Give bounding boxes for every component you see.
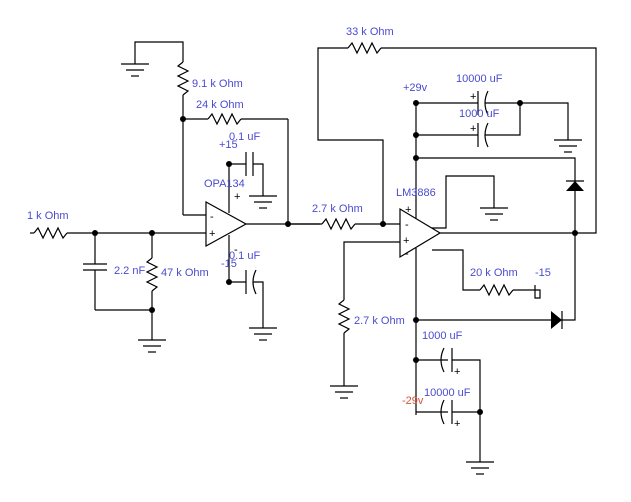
resistor-33k-feedback: [317, 41, 597, 234]
junction-dot: [226, 279, 232, 285]
opa-top-cap-label: 0.1 uF: [229, 131, 260, 143]
lm-plus-pin: +: [403, 235, 409, 247]
ground-symbol: [121, 63, 149, 77]
positive-supply-caps: [416, 90, 576, 233]
cap-1000-a-label: 1000 uF: [459, 108, 500, 120]
resistor-20k-label: 20 k Ohm: [470, 267, 518, 279]
lm-vminus-pin: -: [405, 248, 409, 260]
opa-vplus-pin: +: [234, 191, 240, 203]
input-resistor-label: 1 k Ohm: [27, 210, 69, 222]
resistor-9k1: [176, 61, 206, 216]
lm3886-opamp: [399, 103, 575, 415]
junction-dot: [413, 132, 419, 138]
opa-minus-pin: -: [210, 211, 214, 223]
junction-dot: [149, 307, 155, 313]
series-resistor-2k7: [288, 217, 400, 231]
ground-symbol: [480, 207, 508, 221]
negative-supply-caps: [416, 347, 481, 462]
input-resistor: [30, 226, 206, 240]
ground-symbol: [249, 327, 277, 341]
ground-resistor-label: 2.7 k Ohm: [354, 315, 405, 327]
plus29-label: +29v: [403, 82, 428, 94]
junction-dot: [226, 161, 232, 167]
junction-dot: [413, 357, 419, 363]
bias-resistor-label: 47 k Ohm: [161, 267, 209, 279]
lm-minus-pin: -: [405, 219, 409, 231]
cap-plus-mark: +: [454, 418, 460, 430]
diode-top: [566, 180, 584, 191]
ground-symbol: [466, 461, 494, 475]
junction-dot: [413, 155, 419, 161]
ground-symbol: [554, 139, 582, 153]
ground-symbol: [138, 339, 166, 353]
opa134-label: OPA134: [204, 178, 245, 190]
junction-dot: [413, 100, 419, 106]
resistor-24k: [183, 112, 289, 224]
cap-10000-b-label: 10000 uF: [424, 387, 471, 399]
opa-bottom-cap-label: 0.1 uF: [229, 250, 260, 262]
junction-dot: [413, 317, 419, 323]
resistor-33k-label: 33 k Ohm: [346, 26, 394, 38]
opa-vminus-pin: -: [234, 244, 238, 256]
series-resistor-label: 2.7 k Ohm: [312, 203, 363, 215]
cap-1000-b-label: 1000 uF: [422, 330, 463, 342]
minus15-b-label: -15: [535, 267, 551, 279]
diode-right: [416, 233, 576, 329]
cap-plus-mark: +: [470, 123, 476, 135]
junction-dot: [477, 409, 483, 415]
bias-resistor: [145, 233, 159, 340]
minus29-label: -29v: [402, 395, 424, 407]
cap-plus-mark: +: [470, 91, 476, 103]
opa-plus-pin: +: [209, 228, 215, 240]
minus15-label: -15: [221, 258, 237, 270]
feedback-ground-wire: [134, 41, 184, 64]
opa-bottom-decoupling-cap: [229, 269, 264, 328]
ground-resistor-2k7: [337, 241, 400, 386]
ground-symbol: [330, 385, 358, 399]
cap-plus-mark: +: [454, 366, 460, 378]
resistor-9k1-label: 9.1 k Ohm: [192, 78, 243, 90]
lm-vplus-pin: +: [405, 204, 411, 216]
lm3886-label: LM3886: [396, 187, 436, 199]
resistor-24k-label: 24 k Ohm: [196, 99, 244, 111]
cap-10000-a-label: 10000 uF: [456, 73, 503, 85]
ground-symbol: [249, 195, 277, 209]
plus15-label: +15: [219, 139, 238, 151]
input-capacitor-label: 2.2 nF: [114, 265, 145, 277]
junction-dot: [517, 100, 523, 106]
input-capacitor: [83, 233, 152, 311]
